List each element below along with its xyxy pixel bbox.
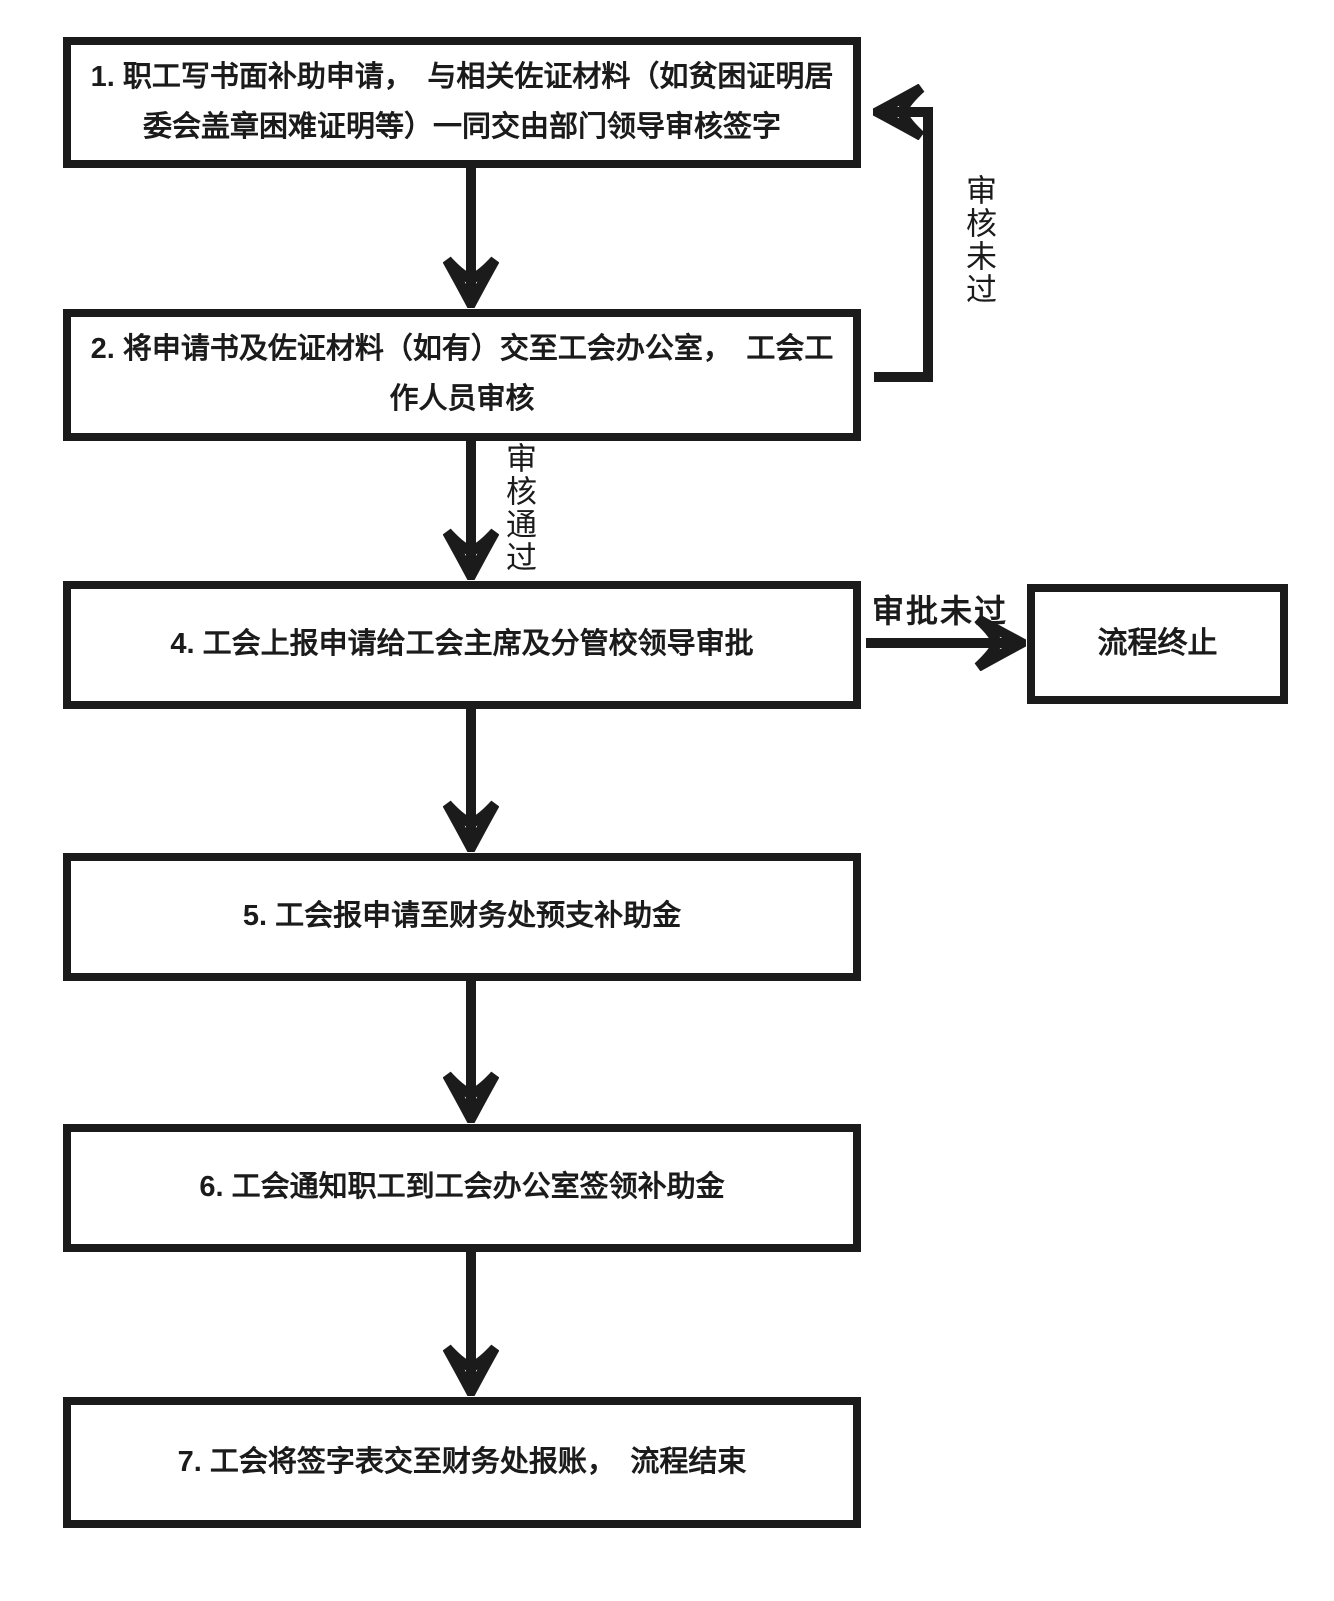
step-1-text: 1. 职工写书面补助申请， 与相关佐证材料（如贫困证明居委会盖章困难证明等）一同… <box>90 60 834 143</box>
connector-feedback-step2-to-step1 <box>874 112 933 382</box>
edge-label-review-passed: 审核通过 <box>501 442 536 574</box>
step-1-box: 1. 职工写书面补助申请， 与相关佐证材料（如贫困证明居委会盖章困难证明等）一同… <box>63 37 861 168</box>
step-7-box: 7. 工会将签字表交至财务处报账， 流程结束 <box>63 1397 861 1528</box>
step-2-box: 2. 将申请书及佐证材料（如有）交至工会办公室， 工会工作人员审核 <box>63 309 861 441</box>
terminal-box: 流程终止 <box>1027 584 1288 704</box>
step-4-text: 4. 工会上报申请给工会主席及分管校领导审批 <box>170 628 754 661</box>
terminal-text: 流程终止 <box>1097 627 1218 661</box>
step-6-text: 6. 工会通知职工到工会办公室签领补助金 <box>199 1171 725 1204</box>
edge-label-review-not-passed: 审核未过 <box>961 174 996 306</box>
step-5-text: 5. 工会报申请至财务处预支补助金 <box>242 900 682 933</box>
step-2-text: 2. 将申请书及佐证材料（如有）交至工会办公室， 工会工作人员审核 <box>90 333 834 415</box>
step-4-box: 4. 工会上报申请给工会主席及分管校领导审批 <box>63 581 861 709</box>
step-5-box: 5. 工会报申请至财务处预支补助金 <box>63 853 861 981</box>
step-6-box: 6. 工会通知职工到工会办公室签领补助金 <box>63 1124 861 1252</box>
edge-label-approval-not-passed: 审批未过 <box>872 593 1009 629</box>
step-7-text: 7. 工会将签字表交至财务处报账， 流程结束 <box>177 1445 747 1478</box>
